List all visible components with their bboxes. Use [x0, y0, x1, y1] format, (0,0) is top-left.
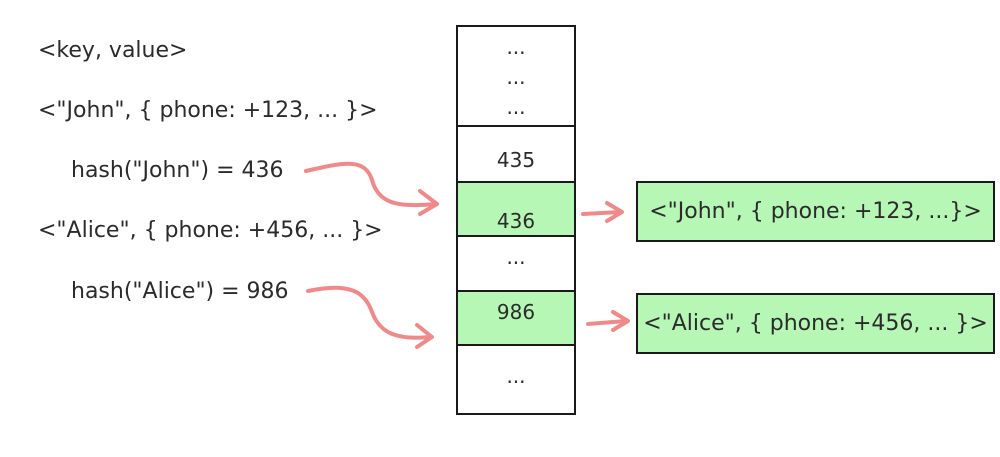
- table-slot-986: 986: [456, 290, 576, 346]
- ellipsis-1: ...: [506, 35, 526, 59]
- table-slot-bottom: ...: [456, 344, 576, 415]
- ellipsis-2: ...: [506, 65, 526, 89]
- arrow-hash-alice-to-986: [306, 285, 434, 349]
- slot-label-435: 435: [496, 148, 536, 172]
- entry-alice: <"Alice", { phone: +456, ... }>: [38, 218, 383, 243]
- ellipsis-3: ...: [506, 95, 526, 119]
- table-slot-436: 436: [456, 181, 576, 237]
- key-value-header: <key, value>: [38, 38, 188, 63]
- arrow-436-to-record-john: [581, 201, 624, 223]
- slot-label-986: 986: [496, 300, 536, 324]
- record-john: <"John", { phone: +123, ...}>: [636, 181, 995, 242]
- record-alice: <"Alice", { phone: +456, ... }>: [636, 293, 995, 354]
- entry-john: <"John", { phone: +123, ... }>: [38, 98, 378, 123]
- arrow-986-to-record-alice: [586, 310, 630, 332]
- arrow-hash-john-to-436: [304, 161, 439, 216]
- hash-alice: hash("Alice") = 986: [71, 279, 289, 304]
- ellipsis-bottom: ...: [506, 364, 526, 388]
- hash-john: hash("John") = 436: [71, 158, 284, 183]
- table-slot-top: ... ... ...: [456, 25, 576, 127]
- ellipsis-gap: ...: [506, 245, 526, 269]
- slot-label-436: 436: [496, 209, 536, 233]
